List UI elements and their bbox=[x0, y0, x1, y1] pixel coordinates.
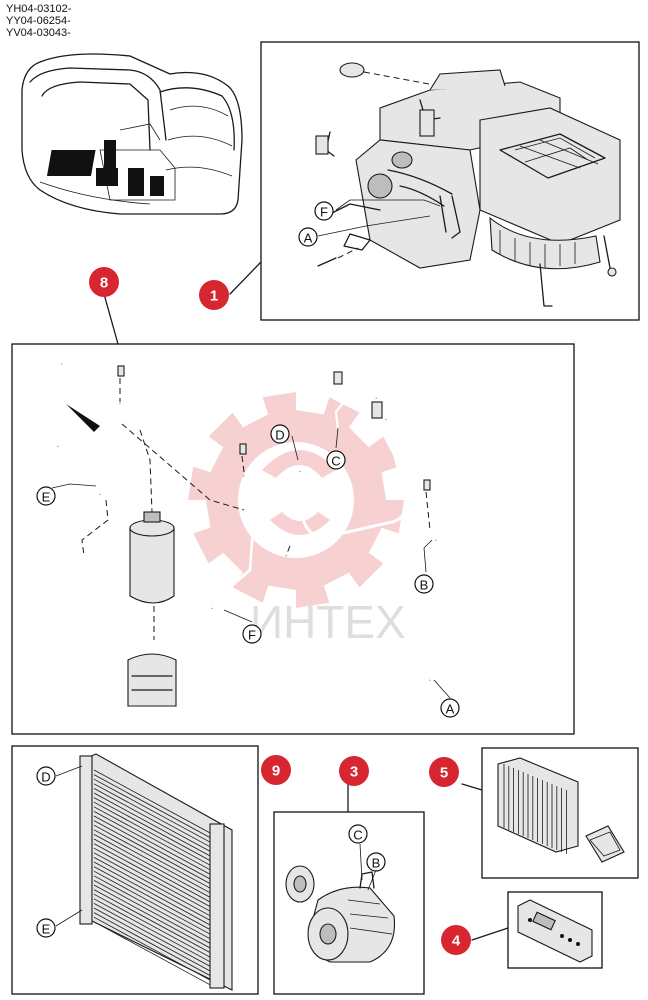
condenser-fin bbox=[93, 811, 213, 876]
callout-label: B bbox=[366, 852, 386, 872]
condenser-fin bbox=[93, 788, 213, 853]
callout-label: E bbox=[36, 918, 56, 938]
condenser-fin bbox=[93, 875, 213, 941]
callout-label: F bbox=[314, 201, 334, 221]
condenser-fin bbox=[93, 861, 213, 927]
condenser-fin bbox=[93, 907, 213, 973]
svg-text:5: 5 bbox=[440, 765, 448, 782]
piping-illustration bbox=[48, 363, 498, 707]
serial-number: YV04-03043- bbox=[6, 27, 71, 39]
condenser-fin bbox=[93, 921, 213, 987]
control-unit-illustration bbox=[517, 899, 593, 963]
condenser-fin bbox=[93, 916, 213, 982]
callout-label: F bbox=[242, 624, 262, 644]
svg-text:C: C bbox=[331, 454, 340, 469]
callout-label: E bbox=[36, 486, 56, 506]
panel-filter bbox=[481, 747, 639, 879]
svg-text:D: D bbox=[275, 428, 284, 443]
part-badge: 4 bbox=[441, 925, 471, 955]
condenser-fin bbox=[93, 870, 213, 936]
watermark-arc bbox=[270, 512, 330, 535]
condenser-fin bbox=[93, 884, 213, 950]
condenser-fin bbox=[93, 806, 213, 872]
condenser-fin bbox=[93, 843, 213, 908]
condenser-fin bbox=[93, 820, 213, 885]
panel-piping bbox=[11, 343, 575, 735]
panel-compressor bbox=[273, 811, 425, 995]
condenser-fin bbox=[93, 769, 213, 835]
leader-line bbox=[471, 927, 509, 941]
watermark-gear-icon bbox=[188, 392, 404, 608]
condenser-fin bbox=[93, 797, 213, 862]
part-badge: 9 bbox=[261, 755, 291, 785]
watermark-text: ИНТЕХ bbox=[250, 596, 406, 648]
condenser-fin bbox=[93, 824, 213, 890]
part-badge: 5 bbox=[429, 757, 459, 787]
svg-text:1: 1 bbox=[210, 288, 218, 305]
condenser-fin bbox=[93, 898, 213, 964]
callout-label: C bbox=[348, 824, 368, 844]
watermark-logo: ИНТЕХ bbox=[188, 392, 406, 648]
serial-number: YH04-03102- bbox=[6, 3, 72, 15]
svg-text:F: F bbox=[248, 628, 256, 643]
condenser-fin bbox=[93, 893, 213, 959]
callout-label: A bbox=[440, 698, 460, 718]
condenser-fin bbox=[93, 912, 213, 977]
condenser-fin bbox=[93, 774, 213, 839]
condenser-fin bbox=[93, 778, 213, 844]
svg-text:A: A bbox=[446, 702, 455, 717]
condenser-fin bbox=[93, 783, 213, 849]
svg-text:8: 8 bbox=[100, 275, 108, 292]
compressor-illustration bbox=[285, 865, 396, 963]
callout-label: D bbox=[270, 424, 290, 444]
part-badge: 8 bbox=[89, 267, 119, 297]
svg-text:E: E bbox=[42, 490, 51, 505]
condenser-fin bbox=[93, 801, 213, 867]
condenser-fin bbox=[93, 889, 213, 954]
condenser-fin bbox=[93, 847, 213, 913]
svg-text:D: D bbox=[41, 770, 50, 785]
callout-leaders bbox=[51, 199, 451, 927]
callout-label: C bbox=[326, 450, 346, 470]
panel-control-unit bbox=[507, 891, 603, 969]
hvac-unit-illustration bbox=[315, 62, 621, 307]
cab-illustration bbox=[21, 53, 243, 215]
leader-line bbox=[103, 293, 119, 345]
callout-label: B bbox=[414, 574, 434, 594]
svg-text:3: 3 bbox=[350, 764, 358, 781]
svg-text:4: 4 bbox=[452, 933, 461, 950]
svg-text:B: B bbox=[372, 856, 381, 871]
condenser-illustration bbox=[79, 753, 233, 991]
condenser-fin bbox=[93, 838, 213, 904]
condenser-fin bbox=[93, 815, 213, 881]
svg-text:A: A bbox=[304, 231, 313, 246]
condenser-fin bbox=[93, 829, 213, 895]
condenser-fin bbox=[93, 903, 213, 968]
svg-text:C: C bbox=[353, 828, 362, 843]
condenser-fin bbox=[93, 834, 213, 899]
panel-condenser bbox=[11, 745, 259, 995]
part-badge: 3 bbox=[339, 756, 369, 786]
condenser-fin bbox=[93, 857, 213, 922]
svg-text:9: 9 bbox=[272, 763, 280, 780]
leader-line bbox=[461, 783, 483, 791]
svg-text:B: B bbox=[420, 578, 429, 593]
callout-label: A bbox=[298, 227, 318, 247]
part-badge: 1 bbox=[199, 280, 229, 310]
leader-line bbox=[229, 261, 262, 295]
callout-label: D bbox=[36, 766, 56, 786]
svg-text:E: E bbox=[42, 922, 51, 937]
condenser-fin bbox=[93, 880, 213, 945]
condenser-fin bbox=[93, 866, 213, 931]
condenser-fin bbox=[93, 852, 213, 918]
serial-number: YY04-06254- bbox=[6, 15, 71, 27]
watermark-arc bbox=[262, 450, 336, 478]
svg-text:F: F bbox=[320, 205, 328, 220]
condenser-fin bbox=[93, 792, 213, 858]
filter-illustration bbox=[497, 757, 625, 863]
panel-hvac-unit bbox=[260, 41, 640, 321]
